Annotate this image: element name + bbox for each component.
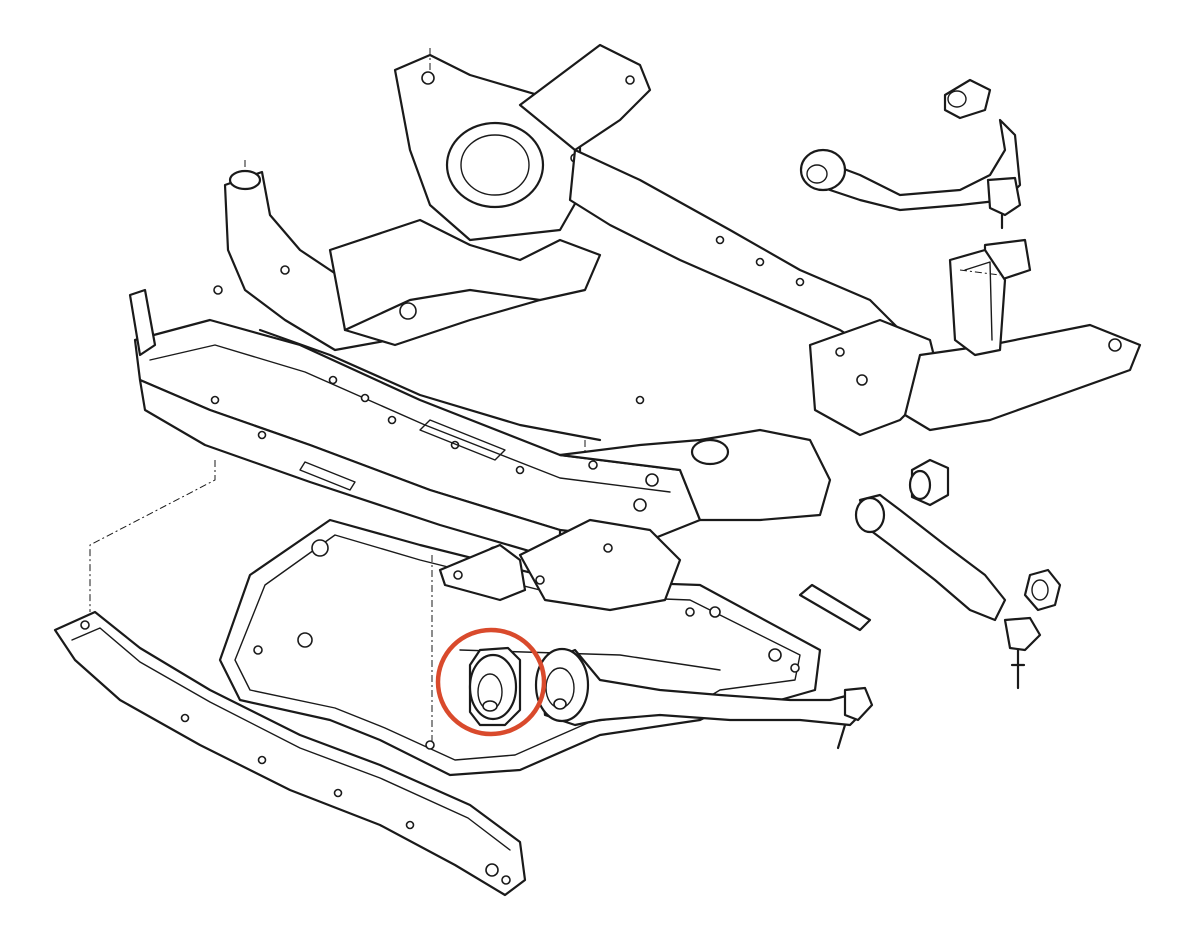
reinforcement-bar: [53, 610, 527, 897]
leader-lines: [89, 48, 1001, 745]
loose-bushing: [908, 458, 950, 507]
lower-wishbone-assembly: [534, 647, 874, 750]
steering-bracket: [948, 238, 1032, 357]
highlight-circle: [435, 627, 547, 737]
under-shield-plate: [218, 518, 822, 777]
subframe-rear-bushing: [468, 646, 522, 727]
front-subframe: [128, 43, 1142, 612]
lower-control-arm: [798, 493, 1062, 690]
upper-control-arm: [799, 78, 1022, 230]
